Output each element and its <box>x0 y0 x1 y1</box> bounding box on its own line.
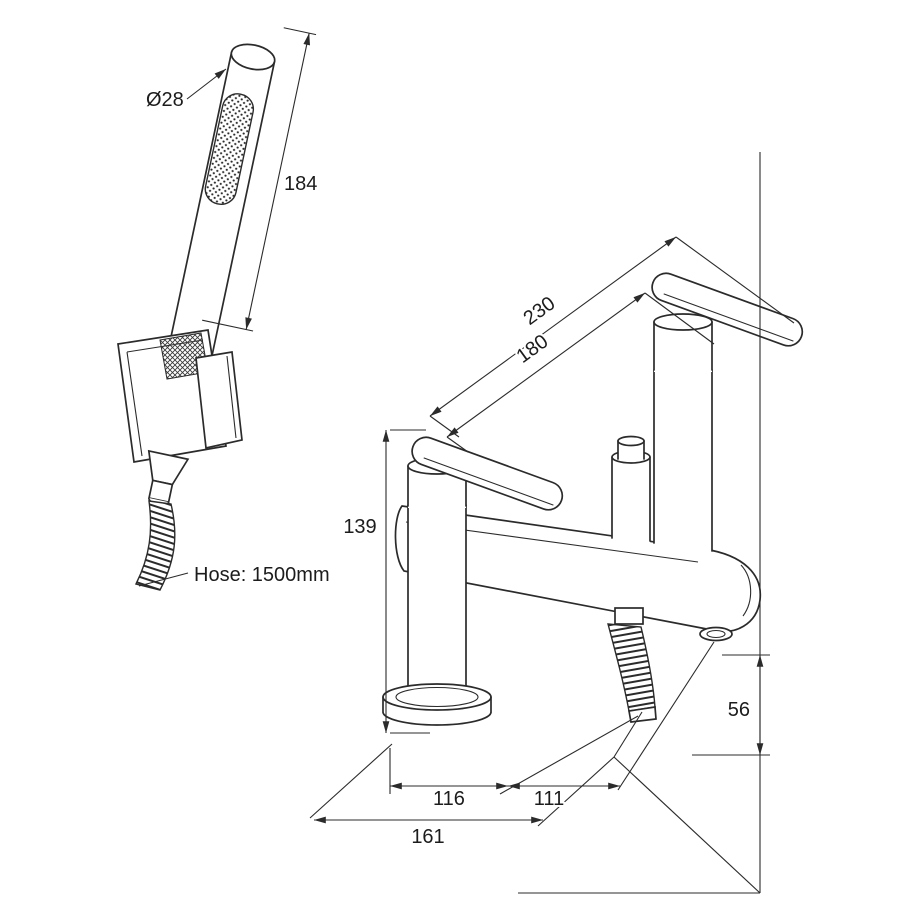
dim-handset-length: 184 <box>284 173 317 195</box>
mixer-dimensions <box>309 152 795 894</box>
left-leg <box>407 504 467 693</box>
dim-overall-base: 161 <box>411 826 444 848</box>
dim-spacing-b: 111 <box>534 788 564 810</box>
handset-hose-coil <box>134 500 176 591</box>
bracket-clip <box>195 351 243 450</box>
dim-tap-centers: 180 <box>513 330 553 367</box>
dim-handset-diameter: Ø28 <box>146 89 184 111</box>
right-valve-housing <box>653 313 713 372</box>
diameter-leader-line <box>186 68 227 100</box>
mixer-view: 230 180 139 56 116 111 161 <box>309 152 804 894</box>
handset-view: Ø28 184 Hose: 1500mm <box>117 27 332 591</box>
spray-face <box>204 93 255 206</box>
mixer-hose-coil <box>607 607 657 723</box>
spout-outlet <box>699 626 733 642</box>
dim-body-height: 139 <box>343 516 376 538</box>
diverter-knob <box>611 435 651 543</box>
left-lever-handle <box>411 436 564 511</box>
left-base-flange <box>382 683 492 726</box>
right-leg <box>653 369 713 552</box>
handset-connector <box>147 449 190 506</box>
dim-overall-width: 230 <box>520 292 560 329</box>
dim-spout-height: 56 <box>728 699 750 721</box>
dim-spacing-a: 116 <box>433 788 465 810</box>
handset-length-dimension <box>202 27 317 332</box>
wall-bracket <box>117 329 243 463</box>
hose-length-label: Hose: 1500mm <box>194 564 330 586</box>
hose-leader-line <box>138 572 189 587</box>
